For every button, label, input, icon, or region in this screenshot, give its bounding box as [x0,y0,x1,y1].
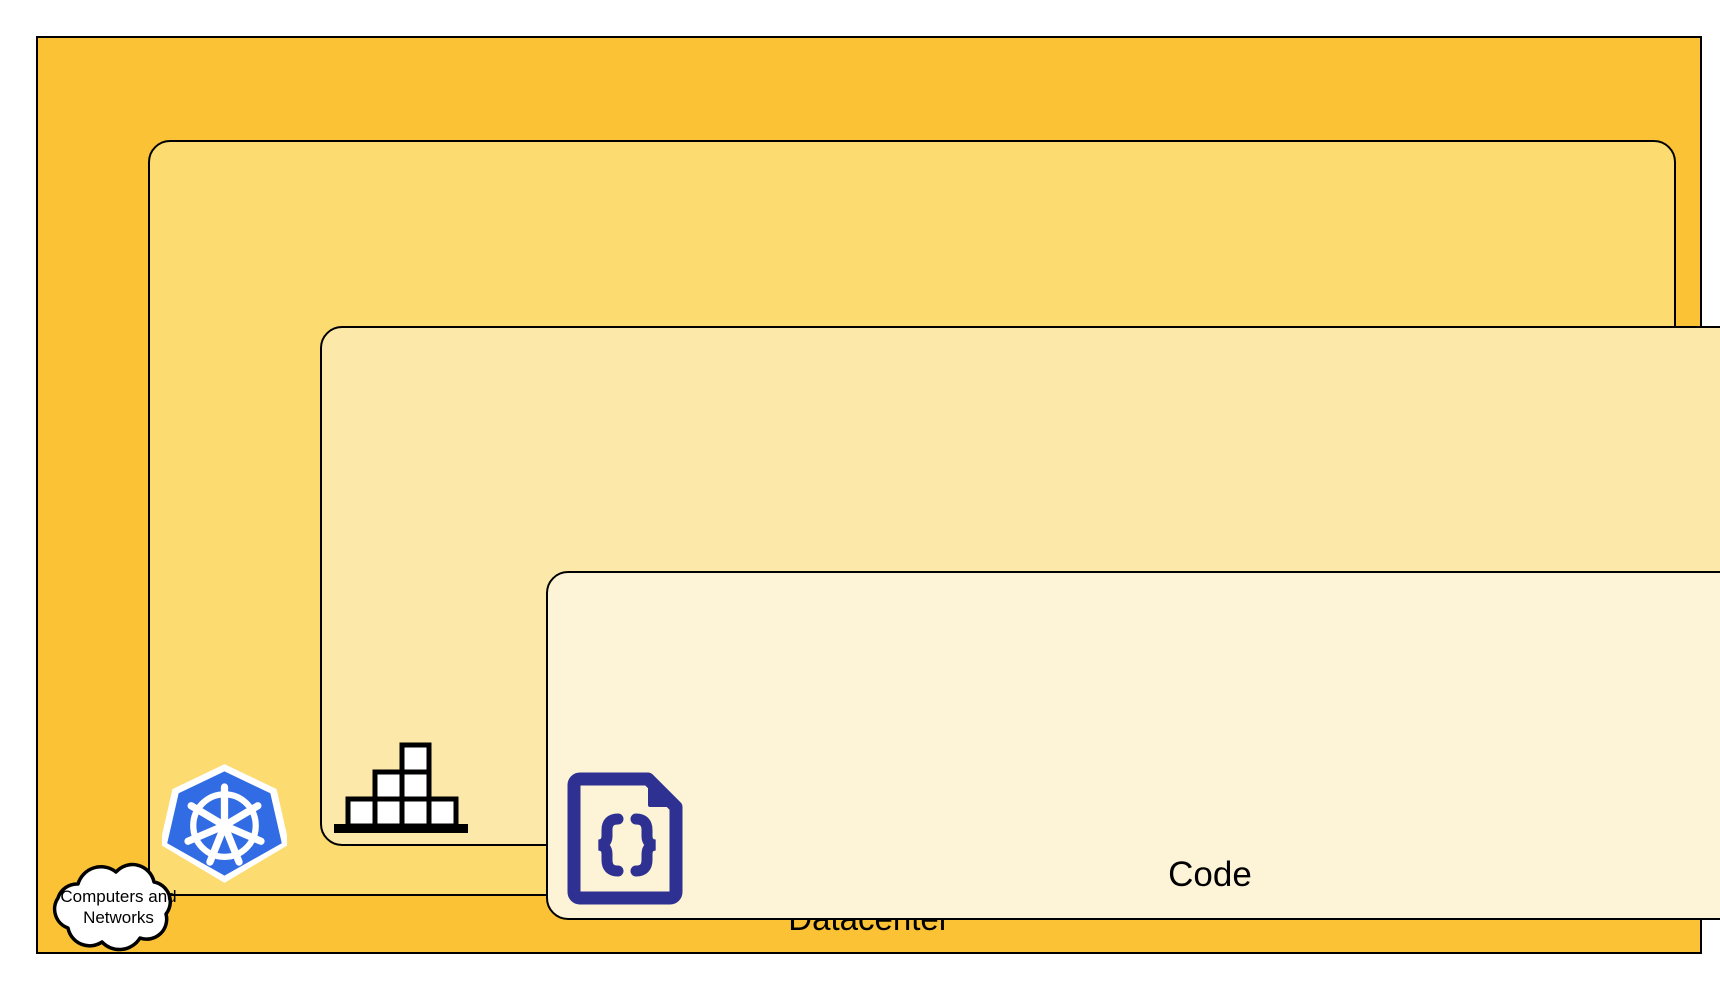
kubernetes-icon [159,761,290,886]
container-blocks-icon [332,739,470,834]
layer-datacenter: Cloud/Co-Lo/Corporate Datacenter [36,36,1720,954]
code-file-icon [566,771,684,906]
layer-code: Code [546,571,1720,920]
layer-code-label: Code [1168,855,1252,895]
layer-cluster: Cluster [148,140,1720,920]
computers-and-networks-label: Computers and Networks [60,886,177,927]
computers-and-networks-callout: Computers and Networks [36,854,201,960]
layer-container: Container [320,326,1720,920]
